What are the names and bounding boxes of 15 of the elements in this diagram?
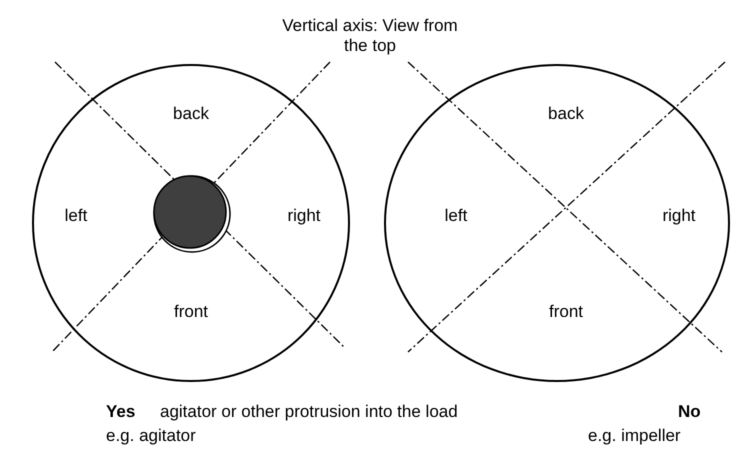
- front-label: front: [174, 302, 208, 322]
- view-circle: [384, 64, 730, 382]
- front-label: front: [548, 302, 584, 322]
- right-label: right: [287, 206, 321, 226]
- description-text: agitator or other protrusion into the load: [160, 402, 458, 422]
- example-text: e.g. agitator: [106, 426, 196, 446]
- back-label: back: [173, 104, 209, 124]
- left-label: left: [444, 206, 468, 226]
- answer-label: No: [678, 402, 701, 422]
- diagram-title: Vertical axis: View from the top: [281, 16, 459, 56]
- left-label: left: [64, 206, 88, 226]
- right-label: right: [662, 206, 696, 226]
- example-text: e.g. impeller: [588, 426, 681, 446]
- answer-label: Yes: [106, 402, 136, 422]
- back-label: back: [548, 104, 584, 124]
